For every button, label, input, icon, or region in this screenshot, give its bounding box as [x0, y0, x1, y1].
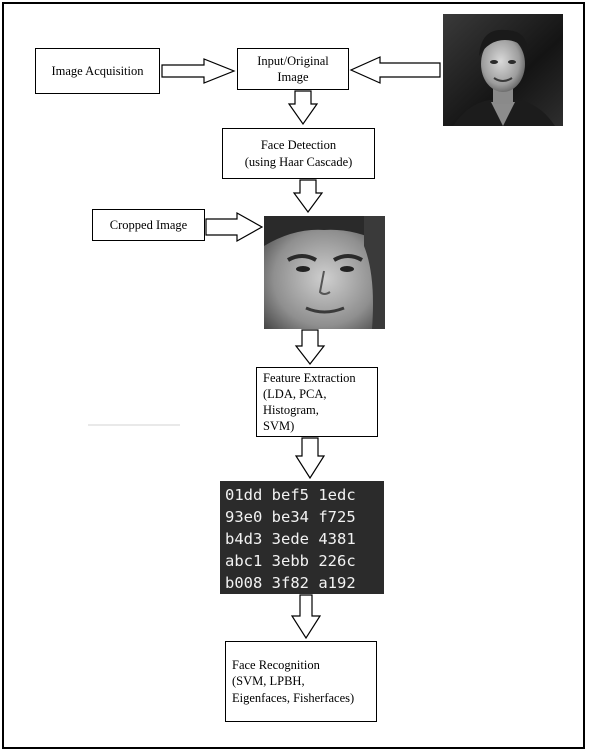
node-image-acquisition: Image Acquisition [35, 48, 160, 94]
cropped-face-photo [264, 216, 385, 329]
node-feature-extraction: Feature Extraction (LDA, PCA, Histogram,… [256, 367, 378, 437]
hex-row: abc1 3ebb 226c [225, 552, 356, 570]
arrow-features-to-hex [294, 437, 326, 480]
artifact-line [88, 424, 180, 426]
node-feature-extraction-label: Feature Extraction (LDA, PCA, Histogram,… [263, 370, 356, 434]
node-cropped-image-label: Cropped Image [109, 217, 188, 232]
hex-row: b4d3 3ede 4381 [225, 530, 356, 548]
node-face-recognition: Face Recognition (SVM, LPBH, Eigenfaces,… [225, 641, 377, 722]
arrow-acquisition-to-input [161, 58, 236, 84]
feature-vector-hex-block: 01dd bef5 1edc 93e0 be34 f725 b4d3 3ede … [220, 481, 384, 594]
node-face-detection-label: Face Detection (using Haar Cascade) [244, 138, 353, 169]
hex-row: b008 3f82 a192 [225, 574, 356, 592]
cropped-face-image [264, 216, 385, 329]
arrow-detection-to-crop [292, 179, 324, 214]
node-input-image-label: Input/Original Image [257, 53, 329, 84]
node-face-detection: Face Detection (using Haar Cascade) [222, 128, 375, 179]
node-image-acquisition-label: Image Acquisition [51, 63, 144, 78]
arrow-hex-to-recognition [290, 594, 322, 640]
arrow-cropped-label-to-photo [205, 211, 264, 243]
node-cropped-image: Cropped Image [92, 209, 205, 241]
node-face-recognition-label: Face Recognition (SVM, LPBH, Eigenfaces,… [232, 658, 355, 705]
arrow-input-to-detection [287, 90, 319, 126]
portrait-image [443, 14, 563, 126]
node-input-image: Input/Original Image [237, 48, 349, 90]
hex-row: 01dd bef5 1edc [225, 486, 356, 504]
original-photo [443, 14, 563, 126]
arrow-photo-to-input [349, 56, 441, 84]
arrow-crop-to-features [294, 329, 326, 365]
hex-row: 93e0 be34 f725 [225, 508, 356, 526]
